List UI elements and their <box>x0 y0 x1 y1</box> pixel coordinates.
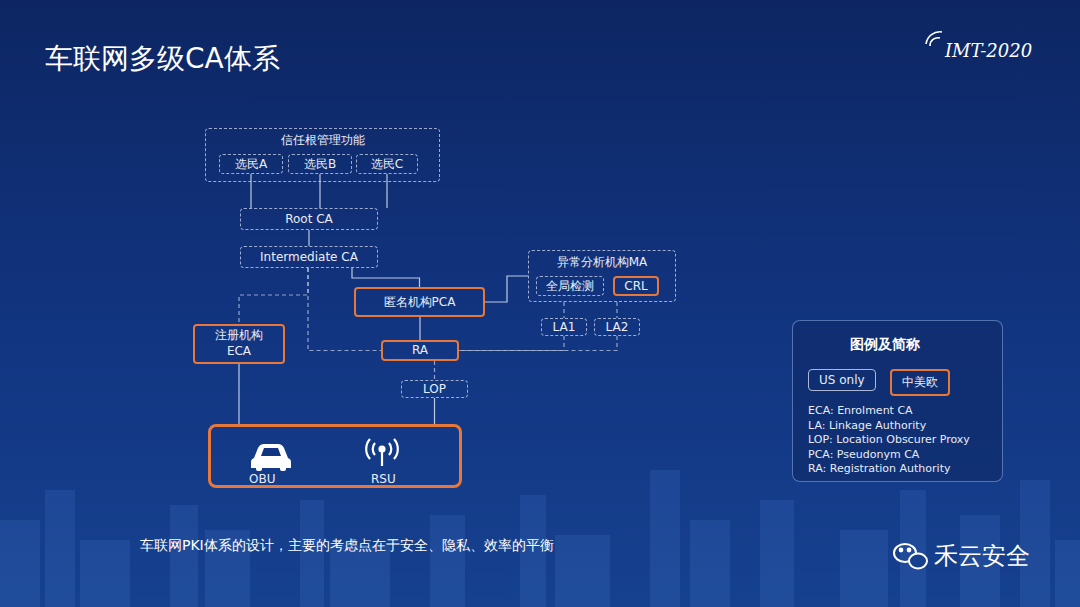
node-text: 信任根管理功能 <box>206 133 439 148</box>
node-text: RA <box>412 343 428 358</box>
node-text: Intermediate CA <box>260 250 358 265</box>
city-skyline <box>0 470 1080 607</box>
node-text: LA1 <box>553 320 576 335</box>
connector <box>459 336 617 351</box>
logo-signal <box>926 32 942 46</box>
ca-box: Intermediate CA <box>240 246 378 268</box>
connector-line <box>239 268 308 324</box>
ca-box: Root CA <box>240 208 378 230</box>
connector-line <box>319 174 320 208</box>
connector-line <box>386 174 387 208</box>
node-text: CRL <box>624 279 647 294</box>
abbreviation: PCA: Pseudonym CA <box>808 448 919 461</box>
node-text: 选民A <box>235 157 267 172</box>
connector-line <box>459 336 564 351</box>
la-box: LA1 <box>541 318 587 336</box>
voter-box: 选民C <box>356 154 418 174</box>
ma-group: 异常分析机构MA 全局检测 CRL <box>528 250 676 302</box>
abbreviation: LA: Linkage Authority <box>808 419 926 432</box>
connector-line <box>616 302 617 318</box>
node-text: LOP <box>423 382 446 397</box>
connector-line <box>563 302 564 318</box>
abbreviation: ECA: Enrolment CA <box>808 404 913 417</box>
connector-line <box>419 317 420 340</box>
logo-text: IMT-2020 <box>945 40 1032 61</box>
connector <box>239 364 240 424</box>
connector <box>617 302 618 318</box>
car-icon <box>251 444 291 471</box>
connector <box>434 398 435 424</box>
legend-sample-orange: 中美欧 <box>890 369 950 396</box>
connector-line <box>308 268 381 351</box>
voter-box: 选民B <box>288 154 352 174</box>
connector-line <box>352 268 420 287</box>
connector-line <box>308 230 309 246</box>
device-group: OBU RSU <box>208 424 462 488</box>
node-text: 注册机构 ECA <box>211 328 267 359</box>
node-text: 选民B <box>304 157 336 172</box>
abbreviation: LOP: Location Obscurer Proxy <box>808 433 970 446</box>
connector <box>320 174 321 208</box>
crl-box: CRL <box>613 276 659 296</box>
connector <box>251 174 252 208</box>
connector-line <box>485 276 528 302</box>
connector-line <box>434 398 435 424</box>
connector <box>309 230 310 246</box>
connector <box>459 336 564 351</box>
connector <box>434 361 435 380</box>
connector <box>352 268 420 287</box>
ra-box: RA <box>381 340 459 361</box>
function-box: 全局检测 <box>536 276 604 296</box>
watermark: 禾云安全 <box>934 540 1030 572</box>
node-text: 匿名机构PCA <box>384 295 456 310</box>
connector <box>485 276 528 302</box>
connector-line <box>250 174 251 208</box>
connector <box>564 302 565 318</box>
lop-box: LOP <box>401 380 468 398</box>
node-text: OBU <box>249 472 275 487</box>
legend-text: US only <box>819 373 865 387</box>
caption: 车联网PKI体系的设计，主要的考虑点在于安全、隐私、效率的平衡 <box>140 537 554 555</box>
node-text: LA2 <box>606 320 629 335</box>
abbreviation: RA: Registration Authority <box>808 462 950 475</box>
node-text: RSU <box>371 472 396 487</box>
node-text: Root CA <box>285 212 333 227</box>
connector-line <box>434 361 435 380</box>
node-text: 选民C <box>371 157 403 172</box>
voter-box: 选民A <box>219 154 283 174</box>
connector <box>420 317 421 340</box>
legend-sample-dashed: US only <box>808 369 876 391</box>
pca-box: 匿名机构PCA <box>354 287 485 317</box>
legend-heading: 图例及简称 <box>850 336 920 354</box>
connector-line <box>238 364 239 424</box>
node-text: 全局检测 <box>546 279 594 294</box>
antenna-icon <box>366 439 398 466</box>
trust-root-group: 信任根管理功能选民A 选民B 选民C <box>205 128 440 182</box>
connector <box>308 268 381 351</box>
connector-line <box>459 336 617 351</box>
connector <box>239 268 308 324</box>
slide-title: 车联网多级CA体系 <box>45 40 280 78</box>
legend-text: 中美欧 <box>902 375 938 389</box>
la-box: LA2 <box>594 318 640 336</box>
connector <box>387 174 388 208</box>
node-text: 异常分析机构MA <box>529 255 675 270</box>
wechat-icon <box>894 544 927 569</box>
eca-box: 注册机构 ECA <box>193 324 285 364</box>
